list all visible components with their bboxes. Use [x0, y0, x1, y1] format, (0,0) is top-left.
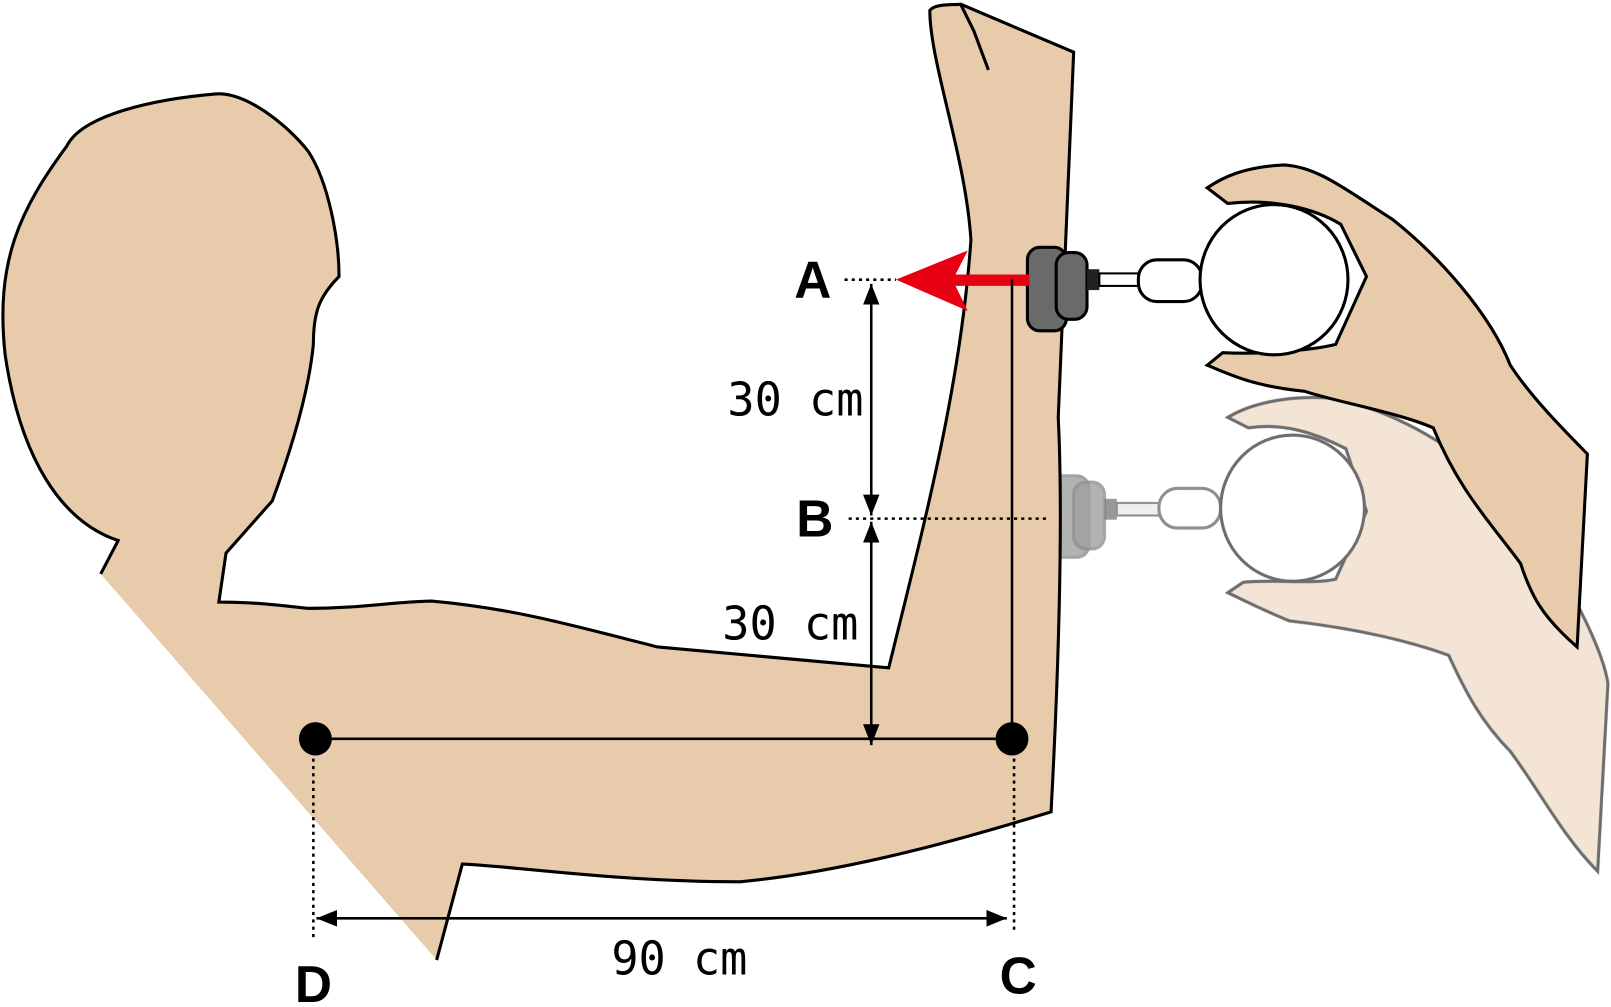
measurement-lines	[312, 278, 1048, 940]
ball-handle-icon	[1198, 202, 1350, 357]
label-b: B	[796, 489, 833, 547]
dimension-a-b: 30 cm	[727, 373, 863, 426]
point-c-marker	[995, 722, 1029, 756]
body-outline	[1, 2, 1076, 961]
label-c: C	[1000, 946, 1037, 1004]
force-arrow-icon	[895, 250, 1030, 311]
label-a: A	[794, 250, 831, 308]
point-d-marker	[298, 722, 332, 756]
ball-handle-ghost-icon	[1219, 433, 1366, 583]
dimension-b-line: 30 cm	[722, 597, 858, 650]
label-d: D	[295, 954, 332, 1007]
body-silhouette	[2, 4, 1074, 961]
hand-front-position-a	[1025, 163, 1589, 651]
dimension-d-c: 90 cm	[611, 932, 747, 985]
